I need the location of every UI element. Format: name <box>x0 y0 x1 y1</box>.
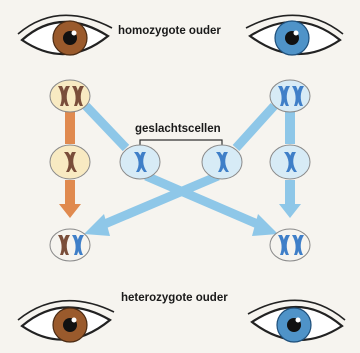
gametes-label: geslachtscellen <box>135 123 221 135</box>
cell <box>120 145 160 179</box>
arrow-icon <box>84 176 218 236</box>
cell <box>50 80 90 112</box>
eye-icon <box>246 15 343 55</box>
heterozygous-parent-label: heterozygote ouder <box>121 292 228 304</box>
eye-icon <box>248 300 345 342</box>
arrow-icon <box>236 106 274 148</box>
cell <box>270 80 310 112</box>
arrow-icon <box>146 176 278 236</box>
cell <box>202 145 242 179</box>
cell <box>50 145 90 179</box>
homozygous-parent-label: homozygote ouder <box>118 25 221 37</box>
arrow-icon <box>86 106 126 148</box>
cell <box>50 229 90 261</box>
eye-icon <box>18 301 114 342</box>
cell <box>270 145 310 179</box>
eye-icon <box>18 15 112 55</box>
cell <box>270 229 310 261</box>
